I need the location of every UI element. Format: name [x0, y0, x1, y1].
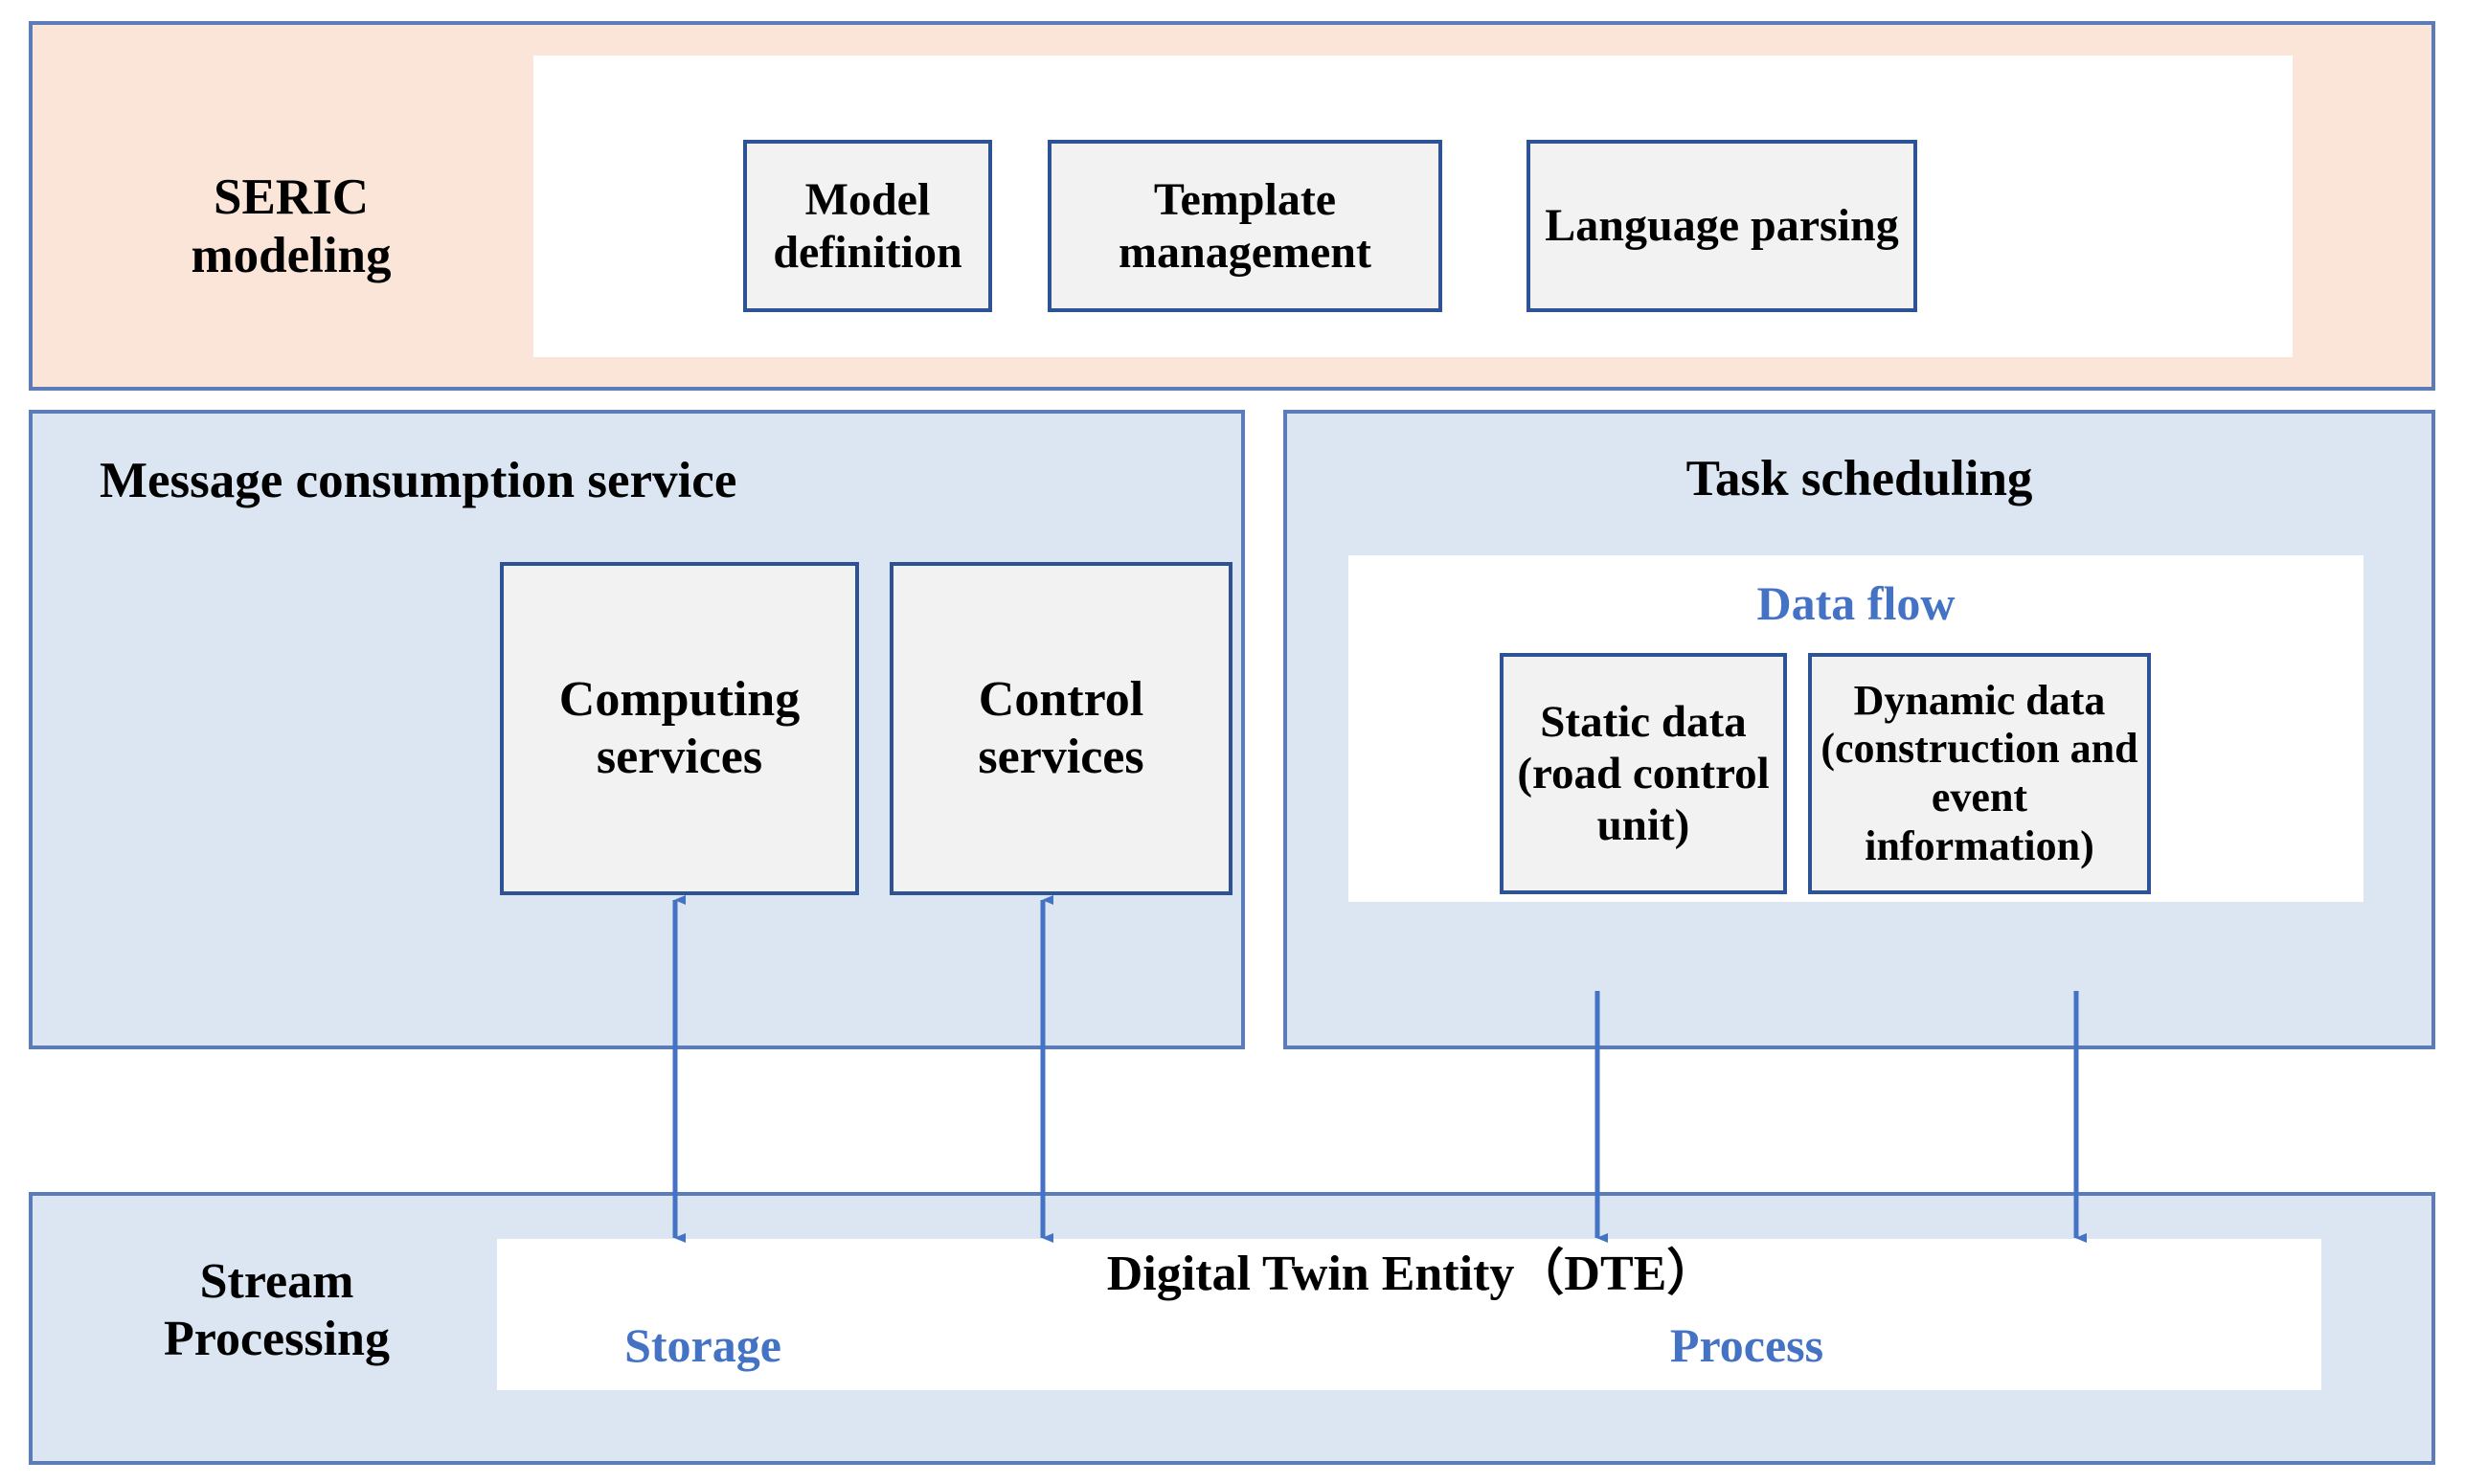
node-template-management[interactable]: Template management: [1048, 140, 1442, 312]
capability-storage: Storage: [624, 1318, 781, 1372]
message-consumption-service-title: Message consumption service: [100, 453, 737, 508]
node-static-data[interactable]: Static data (road control unit): [1500, 653, 1787, 894]
node-dynamic-data[interactable]: Dynamic data (construction and event inf…: [1808, 653, 2151, 894]
panel-stream-processing: Stream Processing Digital Twin Entity（DT…: [29, 1192, 2435, 1465]
node-language-parsing[interactable]: Language parsing: [1526, 140, 1917, 312]
stream-processing-label: Stream Processing: [164, 1254, 390, 1366]
data-flow-label: Data flow: [1756, 576, 1956, 630]
dte-surface: [497, 1239, 2321, 1390]
node-model-definition[interactable]: Model definition: [743, 140, 992, 312]
node-control-services[interactable]: Control services: [890, 562, 1232, 895]
capability-process: Process: [1669, 1318, 1824, 1372]
panel-message-consumption-service: Message consumption service Computing se…: [29, 410, 1245, 1049]
seric-modeling-label: SERIC modeling: [191, 169, 392, 283]
panel-seric-modeling: SERIC modeling Model definition Template…: [29, 21, 2435, 391]
node-computing-services[interactable]: Computing services: [500, 562, 859, 895]
task-scheduling-title: Task scheduling: [1685, 451, 2033, 506]
panel-task-scheduling: Task scheduling Data flow Static data (r…: [1283, 410, 2435, 1049]
digital-twin-entity-title: Digital Twin Entity（DTE）: [1106, 1247, 1717, 1301]
